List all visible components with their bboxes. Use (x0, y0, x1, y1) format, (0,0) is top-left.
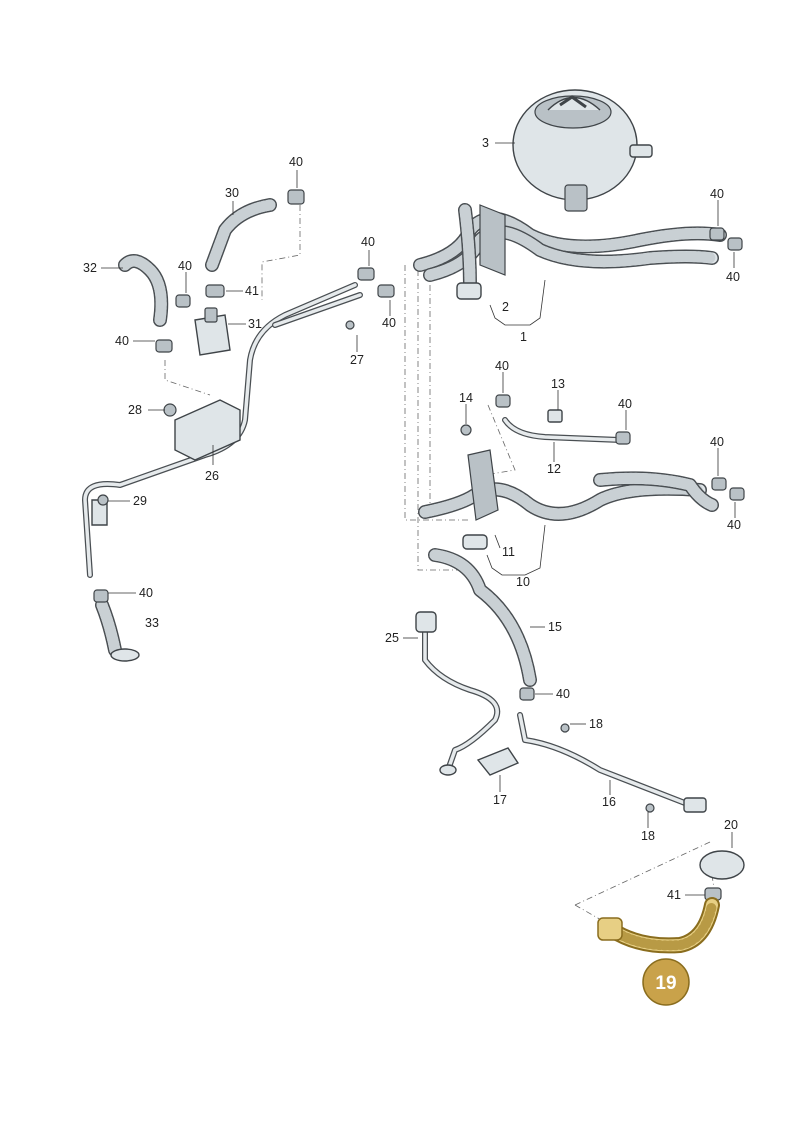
callout-28: 28 (128, 403, 142, 417)
callout-33: 33 (145, 616, 159, 630)
badge-circle (642, 958, 690, 1006)
part-19-badge[interactable]: 19 (642, 958, 690, 1006)
callout-20: 20 (724, 818, 738, 832)
leader-lines (101, 142, 736, 896)
left-pipe-assembly (82, 282, 363, 578)
upper-hose-bundle (413, 203, 727, 300)
callout-40: 40 (139, 586, 153, 600)
callout-17: 17 (493, 793, 507, 807)
callout-40: 40 (382, 316, 396, 330)
clamps-and-bolts (93, 189, 745, 901)
callout-40: 40 (289, 155, 303, 169)
assembly-guide-lines (99, 205, 716, 926)
left-hoses (95, 198, 277, 662)
callout-15: 15 (548, 620, 562, 634)
callout-11: 11 (502, 545, 515, 559)
callout-40: 40 (115, 334, 129, 348)
callout-40: 40 (618, 397, 632, 411)
callout-3: 3 (482, 136, 489, 150)
lower-hoses-pipes (415, 548, 707, 813)
callout-40: 40 (726, 270, 740, 284)
highlighted-hose-19[interactable] (597, 897, 720, 954)
callout-10: 10 (516, 575, 530, 589)
callout-40: 40 (556, 687, 570, 701)
callout-16: 16 (602, 795, 616, 809)
callout-1: 1 (520, 330, 527, 344)
middle-hose-bundle (418, 449, 719, 550)
callout-2: 2 (502, 300, 509, 314)
callout-18: 18 (641, 829, 655, 843)
expansion-tank (512, 89, 653, 212)
callout-29: 29 (133, 494, 147, 508)
callout-40: 40 (727, 518, 741, 532)
callout-30: 30 (225, 186, 239, 200)
callout-41: 41 (667, 888, 681, 902)
small-pipe-12 (460, 409, 623, 443)
callout-25: 25 (385, 631, 399, 645)
callout-41: 41 (245, 284, 259, 298)
callout-13: 13 (551, 377, 565, 391)
callout-40: 40 (361, 235, 375, 249)
callout-32: 32 (83, 261, 97, 275)
callout-40: 40 (710, 435, 724, 449)
callout-12: 12 (547, 462, 561, 476)
callout-40: 40 (710, 187, 724, 201)
callout-40: 40 (178, 259, 192, 273)
callout-labels: 3 40 30 32 40 41 31 40 40 40 27 40 40 2 … (83, 136, 741, 902)
callout-40: 40 (495, 359, 509, 373)
callout-14: 14 (459, 391, 473, 405)
callout-31: 31 (248, 317, 262, 331)
callout-18: 18 (589, 717, 603, 731)
callout-27: 27 (350, 353, 364, 367)
badge-label: 19 (655, 973, 676, 994)
callout-26: 26 (205, 469, 219, 483)
